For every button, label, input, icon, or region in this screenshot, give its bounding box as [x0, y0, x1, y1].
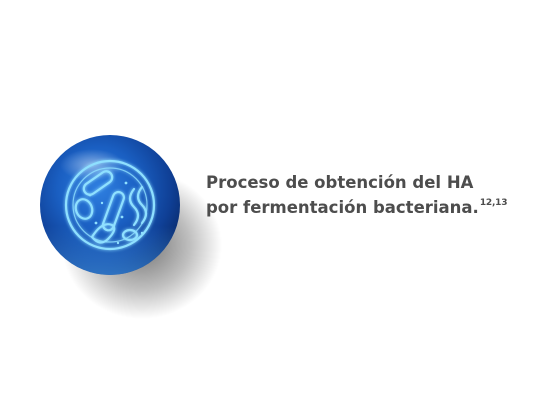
title-line-2-text: por fermentación bacteriana. [206, 198, 479, 217]
title-line-2: por fermentación bacteriana.12,13 [206, 195, 536, 220]
bacteria-sphere-icon [40, 135, 222, 319]
page-title: Proceso de obtención del HA por fermenta… [206, 170, 536, 220]
bacteria-badge [30, 125, 222, 319]
title-line-1: Proceso de obtención del HA [206, 173, 474, 192]
citation-superscript: 12,13 [479, 198, 508, 208]
